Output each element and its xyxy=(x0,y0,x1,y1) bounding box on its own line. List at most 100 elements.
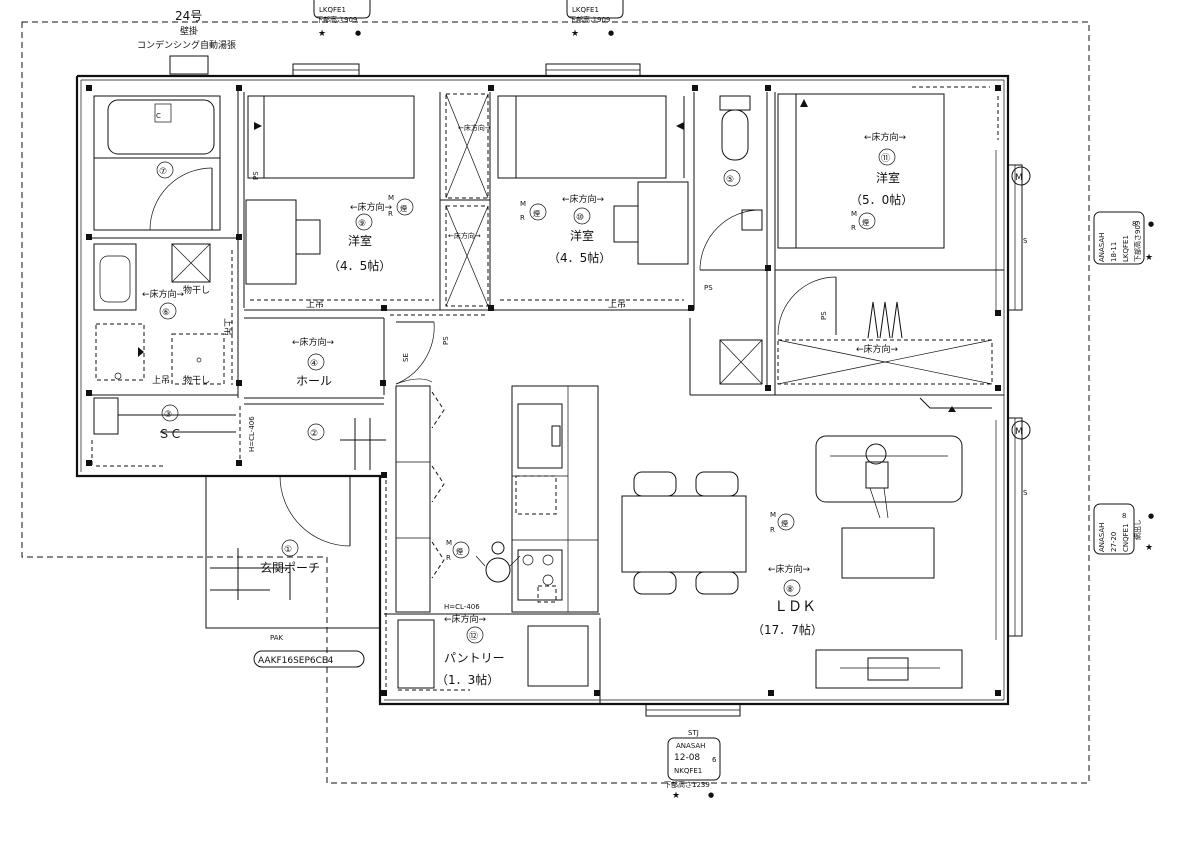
svg-text:★: ★ xyxy=(672,791,680,801)
svg-text:洋室: 洋室 xyxy=(876,170,900,185)
window-tag-bottom: STJ ANASAH 12-08 6 NKQFE1 下部高さ1239 ★ ● xyxy=(664,729,721,801)
svg-text:M: M xyxy=(1015,173,1023,183)
svg-text:12-08: 12-08 xyxy=(674,753,700,763)
svg-text:●: ● xyxy=(708,791,714,799)
room-11-bedroom: ←床方向→ ⑪ 洋室 （5．0帖） 煙 M R PS xyxy=(777,93,945,339)
eaves-outline xyxy=(21,21,1090,784)
closet-between-rooms: ←床方向→ ←床方向→ xyxy=(445,93,491,307)
svg-text:PS: PS xyxy=(252,171,260,180)
svg-text:⑧: ⑧ xyxy=(786,585,794,595)
svg-text:●: ● xyxy=(355,29,361,37)
svg-text:（5．0帖）: （5．0帖） xyxy=(850,192,913,207)
svg-text:ＳＣ: ＳＣ xyxy=(158,427,182,441)
svg-text:パントリー: パントリー xyxy=(444,651,505,665)
svg-text:PS: PS xyxy=(820,311,828,320)
svg-text:玄関ポーチ: 玄関ポーチ xyxy=(260,560,320,575)
svg-text:←床方向→: ←床方向→ xyxy=(768,563,811,575)
room-9-bedroom: PS ←床方向→ ⑨ 洋室 （4．5帖） 煙 M R 上吊 xyxy=(245,95,434,310)
svg-text:（4．5帖）: （4．5帖） xyxy=(548,250,611,265)
svg-text:ANASAH: ANASAH xyxy=(676,742,705,750)
svg-text:M: M xyxy=(446,539,452,547)
svg-text:⑩: ⑩ xyxy=(576,213,584,223)
svg-text:←床方向→: ←床方向→ xyxy=(856,343,899,355)
svg-text:★: ★ xyxy=(571,29,579,39)
window-tag-right-lower: ANASAH 27-20 CNQFE1 網出し 8 ★ ● xyxy=(1093,503,1154,555)
svg-text:網出し: 網出し xyxy=(1133,519,1142,540)
shutter-motor-upper: M S xyxy=(1011,166,1031,245)
svg-text:←床方向→: ←床方向→ xyxy=(444,613,487,625)
svg-text:ANASAH: ANASAH xyxy=(1098,523,1106,552)
svg-text:←床方向→: ←床方向→ xyxy=(350,201,393,213)
svg-text:①: ① xyxy=(284,545,292,555)
svg-text:←床方向→: ←床方向→ xyxy=(458,123,491,132)
svg-text:27-20: 27-20 xyxy=(1110,532,1118,552)
svg-text:④: ④ xyxy=(310,359,318,369)
wall-markers xyxy=(91,86,999,691)
kitchen: 煙 M R xyxy=(395,385,599,613)
svg-text:★: ★ xyxy=(1145,253,1153,263)
svg-text:⑥: ⑥ xyxy=(162,308,170,318)
svg-text:←床方向→: ←床方向→ xyxy=(142,288,185,300)
svg-text:③: ③ xyxy=(164,410,172,420)
svg-text:物干し: 物干し xyxy=(183,284,210,296)
svg-text:R: R xyxy=(520,214,525,222)
svg-text:★: ★ xyxy=(1145,543,1153,553)
svg-text:LKQFE1: LKQFE1 xyxy=(1122,235,1130,262)
boiler-unit xyxy=(169,55,209,75)
svg-text:下部高さ909: 下部高さ909 xyxy=(1133,221,1142,262)
svg-text:M: M xyxy=(770,511,776,519)
svg-text:煙: 煙 xyxy=(862,218,869,227)
svg-text:H=CL-406: H=CL-406 xyxy=(444,603,480,611)
svg-text:煙: 煙 xyxy=(400,204,407,213)
svg-text:AAKF16SEP6CE4: AAKF16SEP6CE4 xyxy=(258,656,334,666)
svg-text:洋室: 洋室 xyxy=(348,233,372,248)
svg-text:←床方向→: ←床方向→ xyxy=(292,336,335,348)
wall-posts xyxy=(86,85,1001,696)
svg-text:R: R xyxy=(770,526,775,534)
svg-text:●: ● xyxy=(608,29,614,37)
svg-text:ＬＤＫ: ＬＤＫ xyxy=(774,599,816,615)
svg-text:M: M xyxy=(851,210,857,218)
svg-text:6: 6 xyxy=(712,756,717,764)
svg-text:⑨: ⑨ xyxy=(358,219,366,229)
room-8-ldk: 煙 M R ←床方向→ ⑧ ＬＤＫ （17．7帖） xyxy=(621,435,963,689)
svg-text:ホール: ホール xyxy=(296,374,332,388)
window-tag-top-right: LKQFE1 下部高さ909 ★ ● xyxy=(566,0,624,39)
room-5-toilet: ⑤ PS xyxy=(699,95,765,292)
svg-text:⑫: ⑫ xyxy=(469,631,478,642)
svg-text:②: ② xyxy=(310,429,318,439)
closet-room-11: ←床方向→ xyxy=(719,339,993,412)
svg-text:（17．7帖）: （17．7帖） xyxy=(752,622,823,637)
room-1-porch: ① 玄関ポーチ PAK AAKF16SEP6CE4 xyxy=(205,476,380,668)
room-3-sc: ③ ＳＣ H=CL-406 xyxy=(93,397,256,462)
shutter-motor-lower: M S xyxy=(1011,420,1031,497)
svg-text:18-11: 18-11 xyxy=(1110,242,1118,262)
windows xyxy=(292,63,1023,717)
svg-text:洋室: 洋室 xyxy=(570,228,594,243)
svg-text:上吊: 上吊 xyxy=(306,299,324,310)
svg-text:M: M xyxy=(520,200,526,208)
svg-text:ANASAH: ANASAH xyxy=(1098,233,1106,262)
svg-text:下部高さ909: 下部高さ909 xyxy=(316,15,357,24)
svg-text:★: ★ xyxy=(318,29,326,39)
svg-text:上吊: 上吊 xyxy=(152,375,170,386)
svg-text:（1．3帖）: （1．3帖） xyxy=(436,672,499,687)
svg-text:←床方向→: ←床方向→ xyxy=(448,231,481,240)
svg-text:R: R xyxy=(446,554,451,562)
svg-text:←床方向→: ←床方向→ xyxy=(562,193,605,205)
svg-text:←床方向→: ←床方向→ xyxy=(864,131,907,143)
svg-text:R: R xyxy=(851,224,856,232)
svg-text:●: ● xyxy=(1148,512,1154,520)
room-7-bathroom: C ⑦ xyxy=(93,95,221,231)
svg-text:M: M xyxy=(388,194,394,202)
window-tag-top-left: LKQFE1 下部高さ909 ★ ● xyxy=(313,0,371,39)
svg-text:S: S xyxy=(1023,489,1028,497)
svg-text:⑤: ⑤ xyxy=(726,175,734,185)
window-tag-right-upper: ANASAH 18-11 LKQFE1 下部高さ909 8 ★ ● xyxy=(1093,211,1154,265)
svg-text:S: S xyxy=(1023,237,1028,245)
svg-text:煙: 煙 xyxy=(533,209,540,218)
svg-text:壁掛: 壁掛 xyxy=(180,25,198,37)
svg-text:●: ● xyxy=(1148,220,1154,228)
svg-text:上吊: 上吊 xyxy=(222,318,233,336)
svg-text:煙: 煙 xyxy=(456,547,463,556)
